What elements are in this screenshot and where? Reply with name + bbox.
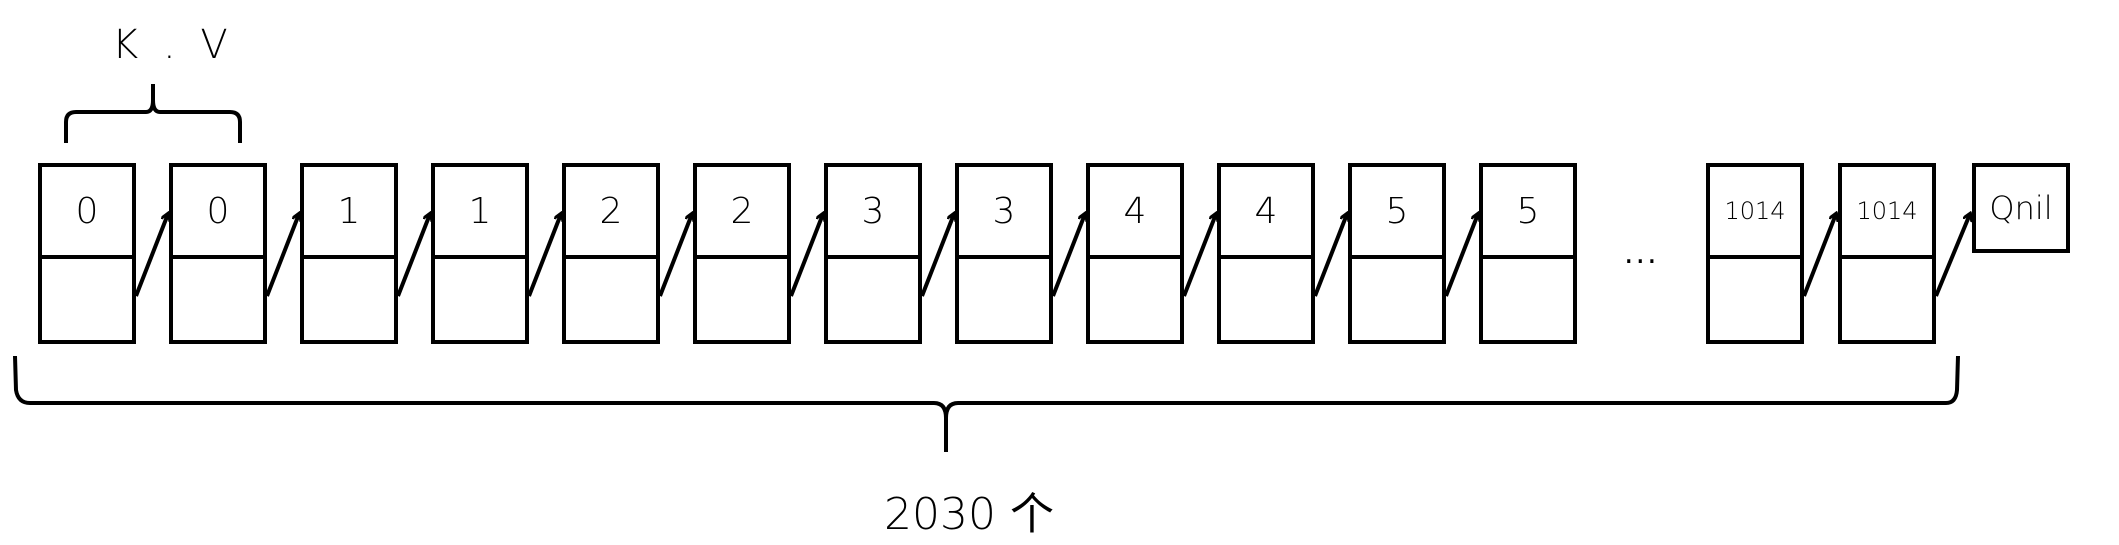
node-key: 5 (1516, 190, 1540, 232)
list-node: 5 (1348, 163, 1446, 344)
next-pointer-arrows (134, 214, 1970, 297)
kv-brace (64, 84, 242, 143)
node-next-pointer (304, 255, 394, 340)
list-node: 1 (431, 163, 529, 344)
node-next-pointer (42, 255, 132, 340)
node-next-pointer (959, 255, 1049, 340)
node-key: 1 (337, 190, 361, 232)
node-next-pointer (435, 255, 525, 340)
node-next-pointer (1710, 255, 1800, 340)
node-next-pointer (173, 255, 263, 340)
list-node: 2 (693, 163, 791, 344)
node-next-pointer (1842, 255, 1932, 340)
node-next-pointer (1352, 255, 1442, 340)
list-node: 5 (1479, 163, 1577, 344)
count-label: 2030 个 (884, 489, 1054, 540)
list-node: 4 (1217, 163, 1315, 344)
node-key: 4 (1254, 190, 1278, 232)
kv-label: K . V (112, 22, 234, 68)
list-node: 1 (300, 163, 398, 344)
list-node: 4 (1086, 163, 1184, 344)
node-key: 4 (1123, 190, 1147, 232)
node-key: 2 (599, 190, 623, 232)
list-node-tail: 1014 (1838, 163, 1936, 344)
node-key: 1014 (1856, 197, 1918, 225)
node-key: 2 (730, 190, 754, 232)
node-next-pointer (828, 255, 918, 340)
node-key: 1 (468, 190, 492, 232)
count-brace (13, 355, 1960, 452)
node-key: 1014 (1724, 197, 1786, 225)
node-key: 0 (75, 190, 99, 232)
list-node: 0 (38, 163, 136, 344)
list-node: 3 (955, 163, 1053, 344)
list-node: 0 (169, 163, 267, 344)
node-key: 5 (1385, 190, 1409, 232)
node-key: 3 (992, 190, 1016, 232)
ellipsis: ... (1624, 236, 1659, 271)
list-node-tail: 1014 (1706, 163, 1804, 344)
node-next-pointer (697, 255, 787, 340)
node-key: 0 (206, 190, 230, 232)
node-next-pointer (1090, 255, 1180, 340)
node-next-pointer (566, 255, 656, 340)
node-key: 3 (861, 190, 885, 232)
node-next-pointer (1221, 255, 1311, 340)
list-node: 3 (824, 163, 922, 344)
qnil-terminal: Qnil (1972, 163, 2070, 253)
node-next-pointer (1483, 255, 1573, 340)
list-node: 2 (562, 163, 660, 344)
